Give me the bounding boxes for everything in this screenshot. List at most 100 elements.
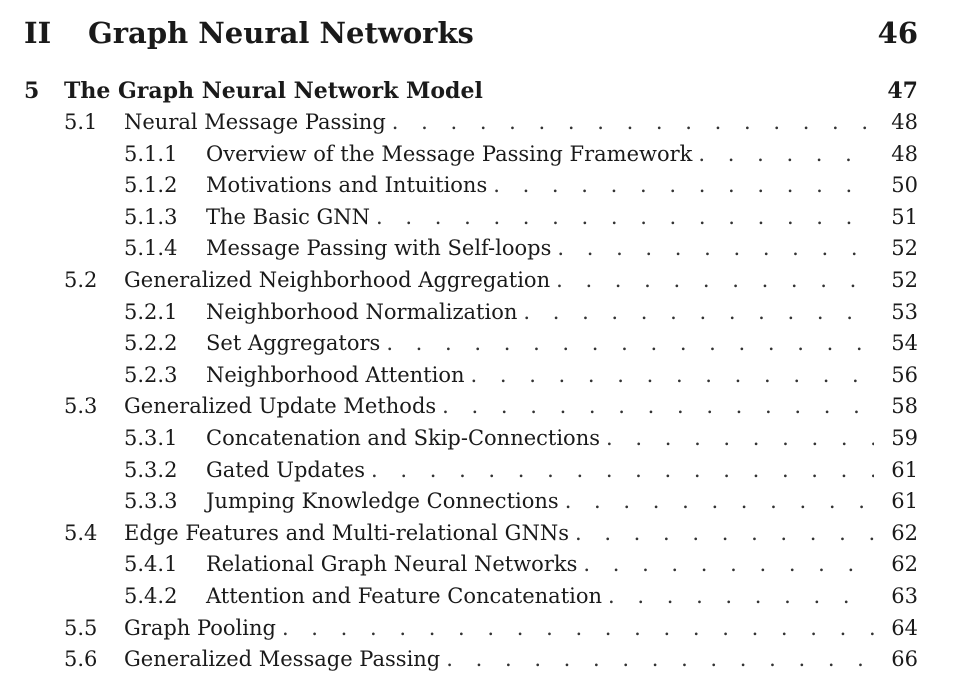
- entry-number: 5.3: [64, 394, 98, 419]
- dot-leader: . . . . . . . . . . . . . . . . . . . . …: [564, 489, 874, 514]
- entry-page-number: 59: [891, 425, 918, 450]
- toc-subsection-entry[interactable]: 5.1.4 Message Passing with Self-loops. . …: [0, 233, 918, 265]
- entry-page-number: 58: [891, 394, 918, 419]
- entry-page-number: 56: [891, 362, 918, 387]
- entry-page-number: 48: [891, 110, 918, 134]
- entry-number: 5.2.1: [124, 299, 178, 324]
- entry-number: 5.3.3: [124, 489, 178, 514]
- part-title: Graph Neural Networks: [88, 16, 474, 50]
- entry-page-number: 63: [891, 583, 918, 608]
- entry-title: Relational Graph Neural Networks: [206, 552, 578, 577]
- entry-page-number: 61: [891, 457, 918, 482]
- toc-subsection-entry[interactable]: 5.3.2 Gated Updates. . . . . . . . . . . …: [0, 455, 918, 487]
- dot-leader: . . . . . . . . . . . . . . . . . . . . …: [442, 394, 874, 419]
- dot-leader: . . . . . . . . . . . . . . . . . . . . …: [391, 110, 874, 134]
- chapter-heading[interactable]: 5 The Graph Neural Network Model 47: [24, 76, 918, 106]
- toc-subsection-entry[interactable]: 5.3.1 Concatenation and Skip-Connections.…: [0, 423, 918, 455]
- dot-leader: . . . . . . . . . . . . . . . . . . . . …: [523, 299, 874, 324]
- entry-number: 5.3.2: [124, 457, 178, 482]
- entry-title: Set Aggregators: [206, 331, 381, 356]
- entry-page-number: 66: [891, 647, 918, 672]
- entry-title: Overview of the Message Passing Framewor…: [206, 141, 693, 166]
- entry-title: Neural Message Passing: [124, 110, 386, 134]
- entry-number: 5.4.2: [124, 583, 178, 608]
- entry-page-number: 54: [891, 331, 918, 356]
- entry-page-number: 51: [891, 204, 918, 229]
- dot-leader: . . . . . . . . . . . . . . . . . . . . …: [371, 457, 874, 482]
- toc-subsection-entry[interactable]: 5.3.3 Jumping Knowledge Connections. . . …: [0, 486, 918, 518]
- toc-section-entry[interactable]: 5.2 Generalized Neighborhood Aggregation.…: [0, 265, 918, 297]
- dot-leader: . . . . . . . . . . . . . . . . . . . . …: [493, 173, 874, 198]
- entry-number: 5.2.2: [124, 331, 178, 356]
- entry-number: 5.1: [64, 110, 98, 134]
- dot-leader: . . . . . . . . . . . . . . . . . . . . …: [574, 520, 874, 545]
- toc-section-entry[interactable]: 5.4 Edge Features and Multi-relational GN…: [0, 518, 918, 550]
- toc-section-entry[interactable]: 5.1 Neural Message Passing. . . . . . . .…: [0, 107, 918, 139]
- dot-leader: . . . . . . . . . . . . . . . . . . . . …: [376, 204, 874, 229]
- toc-subsection-entry[interactable]: 5.2.3 Neighborhood Attention. . . . . . .…: [0, 360, 918, 392]
- dot-leader: . . . . . . . . . . . . . . . . . . . . …: [386, 331, 874, 356]
- entry-page-number: 50: [891, 173, 918, 198]
- toc-section-entry[interactable]: 5.5 Graph Pooling. . . . . . . . . . . . …: [0, 613, 918, 645]
- entry-number: 5.2.3: [124, 362, 178, 387]
- entry-page-number: 52: [891, 267, 918, 292]
- chapter-title: The Graph Neural Network Model: [64, 78, 483, 104]
- entry-page-number: 61: [891, 489, 918, 514]
- entry-title: Generalized Neighborhood Aggregation: [124, 267, 551, 292]
- entry-title: Gated Updates: [206, 457, 366, 482]
- dot-leader: . . . . . . . . . . . . . . . . . . . . …: [698, 141, 874, 166]
- toc-subsection-entry[interactable]: 5.4.2 Attention and Feature Concatenation…: [0, 581, 918, 613]
- dot-leader: . . . . . . . . . . . . . . . . . . . . …: [470, 362, 875, 387]
- toc-subsection-entry[interactable]: 5.2.1 Neighborhood Normalization. . . . .…: [0, 297, 918, 329]
- part-heading: II Graph Neural Networks 46: [24, 12, 918, 54]
- entry-page-number: 62: [891, 520, 918, 545]
- entry-page-number: 52: [891, 236, 918, 261]
- dot-leader: . . . . . . . . . . . . . . . . . . . . …: [606, 425, 874, 450]
- dot-leader: . . . . . . . . . . . . . . . . . . . . …: [556, 267, 874, 292]
- dot-leader: . . . . . . . . . . . . . . . . . . . . …: [557, 236, 874, 261]
- toc-section-entry[interactable]: 5.6 Generalized Message Passing. . . . . …: [0, 644, 918, 676]
- entry-title: The Basic GNN: [206, 204, 371, 229]
- chapter-page-number: 47: [887, 78, 918, 104]
- entry-title: Generalized Update Methods: [124, 394, 437, 419]
- toc-subsection-entry[interactable]: 5.2.2 Set Aggregators. . . . . . . . . . …: [0, 328, 918, 360]
- part-page-number: 46: [877, 16, 918, 50]
- dot-leader: . . . . . . . . . . . . . . . . . . . . …: [281, 615, 874, 640]
- entry-title: Neighborhood Normalization: [206, 299, 518, 324]
- toc-subsection-entry[interactable]: 5.1.2 Motivations and Intuitions. . . . .…: [0, 170, 918, 202]
- entry-number: 5.1.1: [124, 141, 178, 166]
- toc-section-entry[interactable]: 5.3 Generalized Update Methods. . . . . .…: [0, 391, 918, 423]
- entry-page-number: 64: [891, 615, 918, 640]
- part-number: II: [24, 16, 52, 50]
- entry-page-number: 62: [891, 552, 918, 577]
- entry-title: Message Passing with Self-loops: [206, 236, 552, 261]
- entry-page-number: 48: [891, 141, 918, 166]
- chapter-number: 5: [24, 78, 40, 104]
- entry-title: Graph Pooling: [124, 615, 276, 640]
- entry-number: 5.1.3: [124, 204, 178, 229]
- entry-page-number: 53: [891, 299, 918, 324]
- entry-number: 5.4.1: [124, 552, 178, 577]
- toc-subsection-entry[interactable]: 5.1.3 The Basic GNN. . . . . . . . . . . …: [0, 202, 918, 234]
- entry-number: 5.4: [64, 520, 98, 545]
- entry-number: 5.6: [64, 647, 98, 672]
- dot-leader: . . . . . . . . . . . . . . . . . . . . …: [608, 583, 874, 608]
- entry-title: Jumping Knowledge Connections: [206, 489, 559, 514]
- entry-number: 5.1.2: [124, 173, 178, 198]
- entry-title: Generalized Message Passing: [124, 647, 441, 672]
- dot-leader: . . . . . . . . . . . . . . . . . . . . …: [583, 552, 874, 577]
- dot-leader: . . . . . . . . . . . . . . . . . . . . …: [446, 647, 874, 672]
- toc-subsection-entry[interactable]: 5.1.1 Overview of the Message Passing Fra…: [0, 139, 918, 171]
- entry-title: Motivations and Intuitions: [206, 173, 488, 198]
- entry-number: 5.5: [64, 615, 98, 640]
- entry-number: 5.2: [64, 267, 98, 292]
- entry-title: Attention and Feature Concatenation: [206, 583, 603, 608]
- entry-number: 5.3.1: [124, 425, 178, 450]
- toc-subsection-entry[interactable]: 5.4.1 Relational Graph Neural Networks. .…: [0, 549, 918, 581]
- entry-title: Edge Features and Multi-relational GNNs: [124, 520, 569, 545]
- entry-title: Neighborhood Attention: [206, 362, 465, 387]
- entry-title: Concatenation and Skip-Connections: [206, 425, 601, 450]
- entry-number: 5.1.4: [124, 236, 178, 261]
